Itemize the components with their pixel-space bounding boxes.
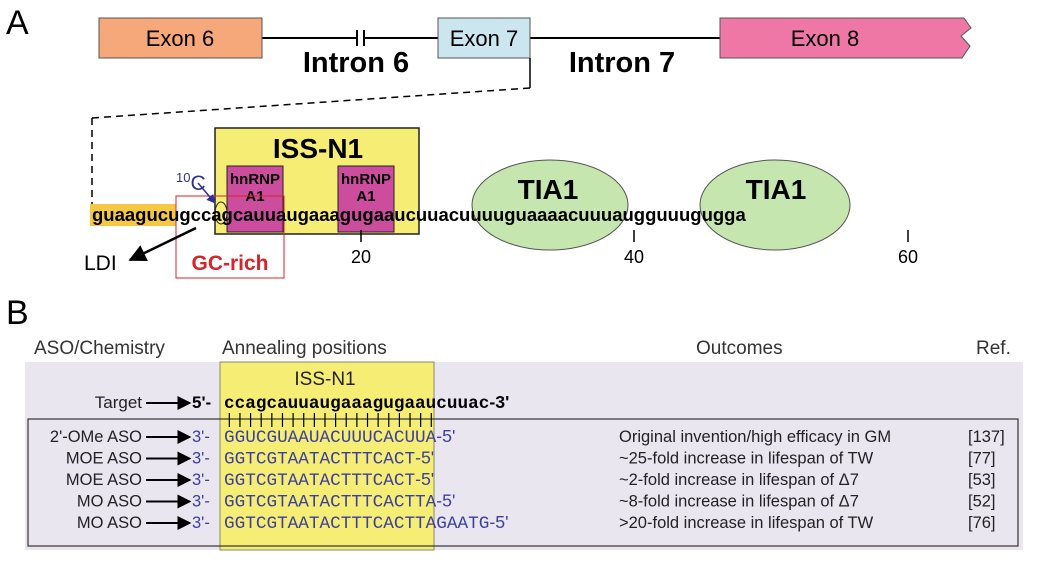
- aso-ref: [137]: [968, 428, 1005, 446]
- target-iss-part: ccagcauuaugaaag: [224, 394, 383, 414]
- iss-n1-column: [219, 361, 435, 551]
- intron6-label: Intron 6: [303, 47, 409, 79]
- panel-b-background: [25, 362, 1023, 550]
- target-rest: ugaaucuuac: [383, 394, 489, 414]
- aso-iss-part: GGTCGTAATACTTTC: [224, 493, 383, 513]
- panel-a-label: A: [6, 4, 29, 42]
- aso-table-frame: [27, 418, 1019, 547]
- exon7-box: [437, 17, 531, 59]
- aso-chemistry: MO ASO: [77, 493, 142, 511]
- exon6-box: [98, 17, 263, 59]
- target-suffix: -3': [489, 392, 509, 412]
- seq-exon: guaagu: [92, 204, 158, 225]
- aso-sequence: GGTCGTAATACTTTCACTTA-5': [224, 491, 455, 513]
- aso-sequence: GGUCGUAAUACUUUCACUUA-5': [224, 426, 455, 448]
- exon7-end-highlight: [90, 204, 176, 226]
- aso-chemistry: MOE ASO: [66, 450, 142, 468]
- target-sequence: ccagcauuaugaaagugaaucuuac-3': [224, 392, 509, 414]
- header-outcomes: Outcomes: [696, 338, 783, 359]
- aso-prefix: 3'-: [192, 471, 210, 489]
- c10-circle: [214, 201, 228, 225]
- c10-label: 10C: [176, 170, 206, 195]
- aso-ref: [76]: [968, 514, 996, 532]
- seq-cug: cug: [158, 204, 191, 225]
- aso-suffix: -5': [436, 426, 455, 446]
- zoom-line-diagonal: [91, 87, 531, 119]
- tia1-label-1: TIA1: [518, 174, 579, 205]
- seq-c10: c: [191, 204, 201, 225]
- tick-20-label: 20: [351, 247, 371, 267]
- aso-chemistry: MOE ASO: [66, 471, 142, 489]
- aso-iss-part: GGTCGTAATACTTTC: [224, 514, 383, 534]
- aso-prefix: 3'-: [192, 514, 210, 532]
- header-positions: Annealing positions: [222, 338, 387, 359]
- aso-iss-part: GGTCGTAATACTTTC: [224, 471, 383, 491]
- aso-rest: ACTTA: [383, 493, 436, 513]
- target-prefix: 5'-: [192, 393, 211, 412]
- aso-rest: ACT: [383, 471, 415, 491]
- ldi-arrow: [128, 226, 197, 262]
- exon7-label: Exon 7: [450, 26, 519, 51]
- aso-prefix: 3'-: [192, 493, 210, 511]
- aso-prefix: 3'-: [192, 450, 210, 468]
- hnrnp-a1-2-bottom: A1: [356, 188, 375, 205]
- aso-outcome: ~25-fold increase in lifespan of TW: [619, 450, 874, 468]
- base-pairing-ticks: [228, 413, 432, 427]
- panel-b-label: B: [6, 294, 29, 332]
- tick-40-label: 40: [624, 247, 644, 267]
- tick-60-label: 60: [898, 247, 918, 267]
- aso-suffix: -5': [415, 448, 434, 468]
- seq-rest: ugaaucuuacuuuuguaaaacuuuaugguuugugga: [351, 204, 746, 225]
- aso-outcome: ~8-fold increase in lifespan of Δ7: [619, 493, 859, 511]
- aso-outcome: Original invention/high efficacy in GM: [619, 428, 891, 446]
- aso-sequence: GGTCGTAATACTTTCACT-5': [224, 448, 434, 470]
- aso-suffix: -5': [436, 491, 455, 511]
- intron7-label: Intron 7: [569, 47, 675, 79]
- aso-chemistry: MO ASO: [77, 514, 142, 532]
- sequence-line: guaagucugccagcauuaugaaagugaaucuuacuuuugu…: [92, 204, 746, 225]
- exon6-label: Exon 6: [146, 26, 215, 51]
- aso-sequence: GGTCGTAATACTTTCACTTAGAATG-5': [224, 512, 508, 534]
- ldi-label: LDI: [84, 252, 117, 275]
- aso-iss-part: GGUCGUAAUACUUUC: [224, 428, 383, 448]
- target-label: Target: [95, 393, 143, 412]
- exon8-box: [719, 17, 972, 59]
- aso-iss-part: GGTCGTAATACTTTC: [224, 450, 383, 470]
- aso-outcome: ~2-fold increase in lifespan of Δ7: [619, 471, 859, 489]
- aso-ref: [77]: [968, 450, 996, 468]
- aso-ref: [52]: [968, 493, 996, 511]
- c10-arrow: [197, 182, 216, 204]
- b-iss-n1-label: ISS-N1: [294, 369, 355, 390]
- exon8-label: Exon 8: [791, 26, 860, 51]
- seq-iss: cagcauuaugaaag: [201, 204, 351, 225]
- hnrnp-a1-box-2: [337, 165, 395, 233]
- hnrnp-a1-1-top: hnRNP: [230, 171, 280, 188]
- aso-sequence: GGTCGTAATACTTTCACT-5': [224, 469, 434, 491]
- tia1-ellipse-2: [699, 159, 851, 251]
- aso-suffix: -5': [415, 469, 434, 489]
- aso-outcome: >20-fold increase in lifespan of TW: [619, 514, 874, 532]
- hnrnp-a1-box-1: [226, 165, 284, 233]
- aso-prefix: 3'-: [192, 428, 210, 446]
- aso-chemistry: 2'-OMe ASO: [50, 428, 142, 446]
- hnrnp-a1-2-top: hnRNP: [341, 171, 391, 188]
- c10-superscript: 10: [176, 170, 190, 185]
- header-chemistry: ASO/Chemistry: [34, 338, 165, 359]
- gc-rich-label: GC-rich: [191, 252, 268, 275]
- aso-rest: ACT: [383, 450, 415, 470]
- aso-rest: ACUUA: [383, 428, 436, 448]
- tia1-ellipse-1: [471, 159, 629, 251]
- aso-ref: [53]: [968, 471, 996, 489]
- aso-rest: ACTTAGAATG: [383, 514, 489, 534]
- tia1-label-2: TIA1: [746, 174, 807, 205]
- header-ref: Ref.: [976, 338, 1011, 359]
- aso-suffix: -5': [489, 512, 508, 532]
- iss-n1-label: ISS-N1: [273, 133, 363, 164]
